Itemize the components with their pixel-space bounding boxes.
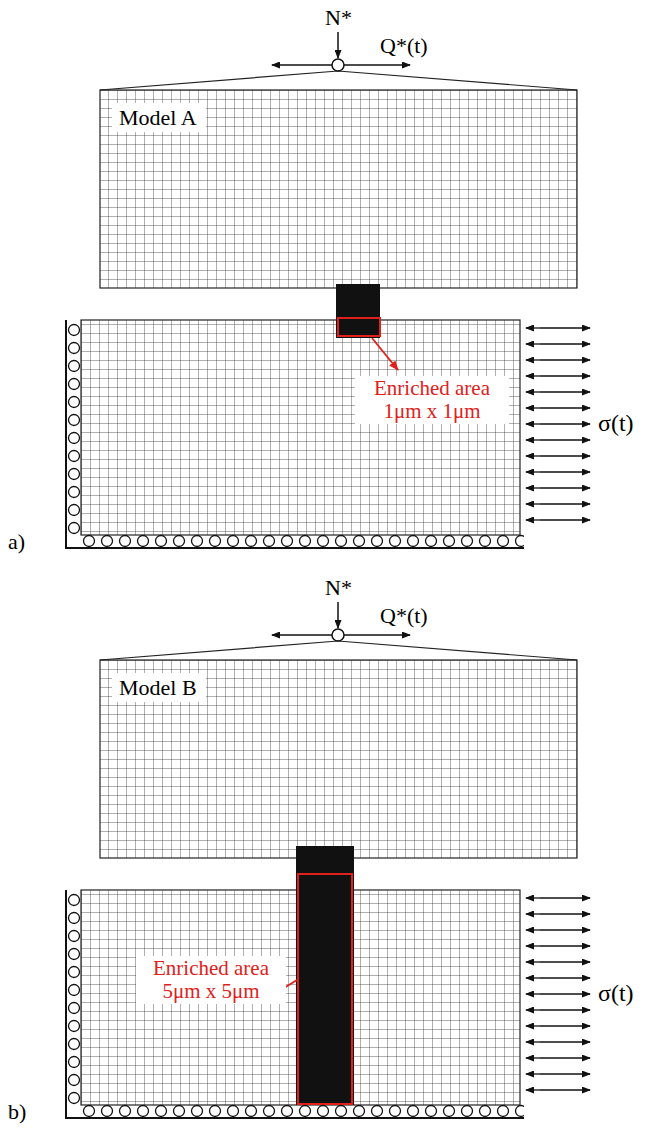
model-name: Model A <box>119 105 199 130</box>
panel-label: b) <box>8 1100 26 1124</box>
stress-label: σ(t) <box>598 980 634 1006</box>
model-label-box: Model A <box>112 103 206 132</box>
load-label: Q*(t) <box>380 604 428 628</box>
model-name: Model B <box>119 675 199 700</box>
model-label-box: Model B <box>112 673 206 702</box>
callout-label: Enriched area 5μm x 5μm <box>136 956 286 1004</box>
panel-label: a) <box>8 530 25 554</box>
callout-label: Enriched area 1μm x 1μm <box>355 376 509 424</box>
model-a-illustration <box>66 32 590 548</box>
load-label: Q*(t) <box>380 34 428 58</box>
load-label: N* <box>325 576 352 600</box>
load-label: N* <box>325 6 352 30</box>
stress-label: σ(t) <box>598 410 634 436</box>
model-b-illustration <box>66 602 590 1118</box>
